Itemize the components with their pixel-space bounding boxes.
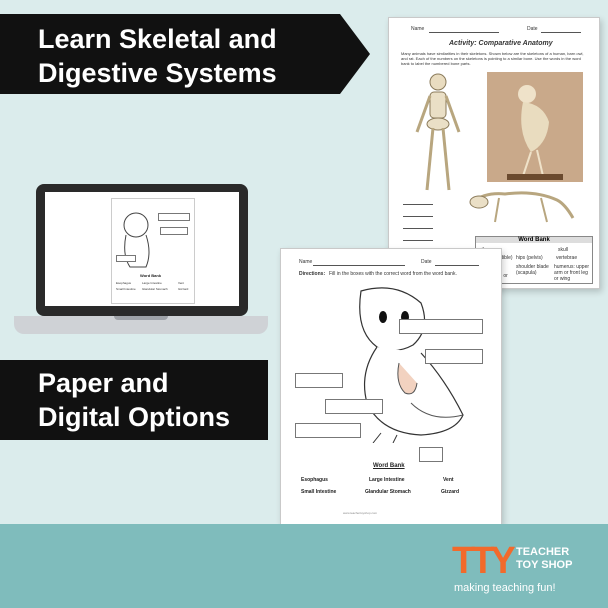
logo-line-1: TEACHER	[516, 546, 570, 558]
barn-owl-drawing	[359, 287, 464, 443]
word-bank-item: Esophagus	[301, 477, 328, 483]
headline-banner: Learn Skeletal and Digestive Systems	[0, 14, 370, 94]
rat-skeleton-illustration	[469, 191, 575, 223]
word-bank-title: Word Bank	[373, 463, 405, 469]
answer-box-6[interactable]	[419, 447, 443, 462]
word-bank-item: skull	[558, 247, 569, 253]
answer-box-1[interactable]	[399, 319, 483, 334]
word-bank-item: Vent	[178, 281, 185, 285]
date-label: Date	[527, 26, 538, 32]
headline-line-2: Digestive Systems	[38, 58, 277, 88]
word-bank-item: Gizzard	[441, 489, 460, 495]
logo-tagline: making teaching fun!	[454, 582, 556, 594]
word-bank-title: Word Bank	[140, 273, 162, 278]
laptop-mockup: Word Bank Esophagus Large Intestine Vent…	[14, 184, 268, 346]
word-bank-item: Glandular Stomach	[142, 287, 168, 291]
word-bank-title: Word Bank	[476, 237, 592, 243]
directions-text: Fill in the boxes with the correct word …	[329, 271, 457, 277]
laptop-base	[14, 316, 268, 334]
word-bank-item: Small Intestine	[301, 489, 337, 495]
options-line-1: Paper and	[38, 368, 169, 398]
word-bank-item: hips (pelvis)	[516, 255, 543, 261]
name-label: Name	[299, 259, 313, 265]
answer-box-4[interactable]	[325, 399, 383, 414]
word-bank-item: Glandular Stomach	[365, 489, 411, 495]
logo-letters: TTY	[452, 540, 516, 582]
teacher-toy-shop-logo: TTY TEACHER TOY SHOP making teaching fun…	[452, 540, 602, 600]
laptop-bezel: Word Bank Esophagus Large Intestine Vent…	[36, 184, 248, 316]
options-banner: Paper and Digital Options	[0, 360, 268, 440]
logo-line-2: TOY SHOP	[516, 559, 573, 571]
answer-box-2[interactable]	[425, 349, 483, 364]
worksheet-intro: Many animals have similarities in their …	[401, 51, 584, 66]
word-bank-item: Gizzard	[178, 287, 189, 291]
worksheet-footer: www.teachertoyshop.com	[343, 511, 378, 515]
options-line-2: Digital Options	[38, 402, 230, 432]
name-label: Name	[411, 26, 425, 32]
footer-band: TTY TEACHER TOY SHOP making teaching fun…	[0, 524, 608, 608]
word-bank-item: Esophagus	[116, 281, 132, 285]
word-bank-item: Small Intestine	[116, 287, 136, 291]
headline-line-1: Learn Skeletal and	[38, 24, 277, 54]
screen-worksheet: Word Bank Esophagus Large Intestine Vent…	[111, 198, 195, 304]
word-bank-item: humerus: upper arm or front leg or wing	[554, 264, 590, 282]
date-label: Date	[421, 259, 432, 265]
owl-skeleton-photo	[487, 72, 583, 182]
word-bank-item: Vent	[443, 477, 454, 483]
word-bank-item: Large Intestine	[369, 477, 405, 483]
worksheet-title: Activity: Comparative Anatomy	[449, 40, 553, 47]
directions-label: Directions:	[299, 271, 326, 277]
owl-digestive-worksheet: Name Date Directions: Fill in the boxes …	[280, 248, 502, 525]
answer-box-3[interactable]	[295, 373, 343, 388]
answer-box-5[interactable]	[295, 423, 361, 438]
word-bank-item: vertebrae	[556, 255, 578, 261]
human-skeleton-illustration	[415, 73, 461, 191]
word-bank-item: shoulder blade (scapula)	[516, 264, 549, 276]
word-bank-item: Large Intestine	[142, 281, 162, 285]
owl-drawing-icon	[123, 212, 150, 268]
laptop-screen: Word Bank Esophagus Large Intestine Vent…	[45, 192, 239, 306]
